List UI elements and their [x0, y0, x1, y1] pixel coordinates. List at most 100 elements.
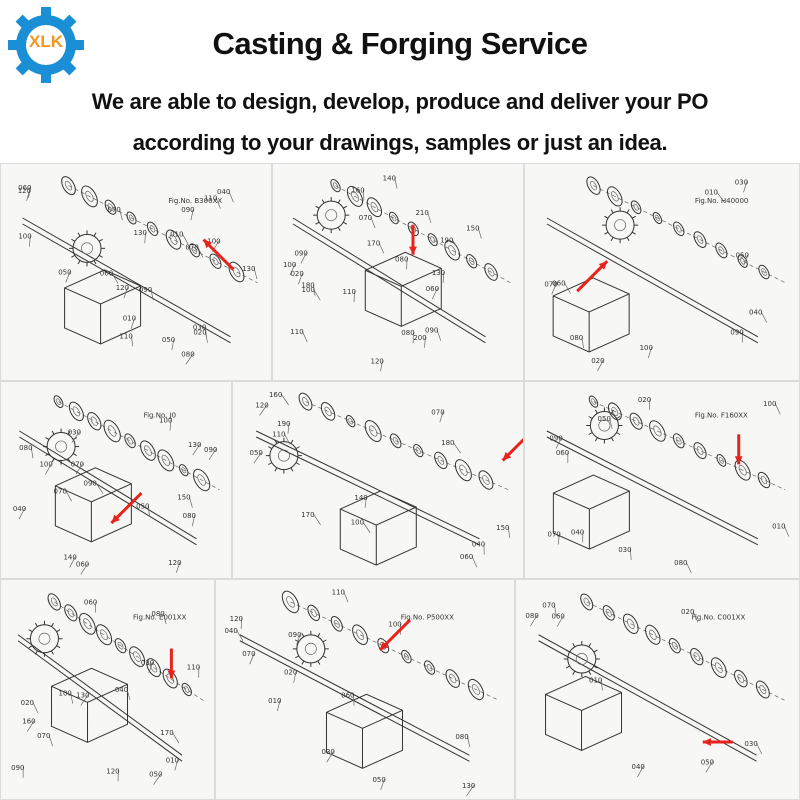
- part-number-label: 070: [242, 650, 255, 658]
- part-number-label: 160: [351, 186, 364, 194]
- part-number-label: 100: [640, 344, 653, 352]
- part-number-label: 100: [207, 238, 220, 246]
- part-number-label: 120: [370, 357, 383, 365]
- part-number-label: 200: [413, 334, 426, 342]
- part-number-label: 170: [160, 729, 173, 737]
- part-number-label: 050: [149, 771, 162, 779]
- part-number-label: 120: [255, 401, 268, 409]
- company-logo: XLK: [6, 5, 86, 85]
- subtitle-line-1: We are able to design, develop, produce …: [91, 89, 709, 114]
- part-number-label: 100: [763, 400, 776, 408]
- part-number-label: 020: [591, 357, 604, 365]
- part-number-label: 130: [76, 692, 89, 700]
- part-number-label: 100: [59, 690, 72, 698]
- part-number-label: 020: [21, 699, 34, 707]
- part-number-label: 130: [432, 269, 445, 277]
- part-number-label: 080: [455, 733, 468, 741]
- part-number-label: 070: [544, 280, 557, 288]
- part-number-label: 080: [395, 255, 408, 263]
- part-number-label: 140: [63, 554, 76, 562]
- part-number-label: 130: [188, 441, 201, 449]
- part-number-label: 100: [283, 261, 296, 269]
- part-number-label: 150: [466, 225, 479, 233]
- part-number-label: 010: [705, 189, 718, 197]
- part-number-label: 020: [681, 608, 694, 616]
- part-number-label: 050: [598, 415, 611, 423]
- figure-number: Fig.No. C001XX: [691, 613, 745, 621]
- part-number-label: 130: [242, 265, 255, 273]
- part-number-label: 100: [18, 233, 31, 241]
- parts-drawing: 010020030040050060070080090100110120130F…: [216, 580, 514, 799]
- part-number-label: 160: [269, 391, 282, 399]
- part-number-label: 060: [426, 285, 439, 293]
- callout-arrow-icon: [702, 738, 733, 746]
- part-number-label: 130: [134, 229, 147, 237]
- part-number-label: 100: [159, 417, 172, 425]
- part-number-label: 060: [76, 560, 89, 568]
- logo-text: XLK: [29, 32, 63, 51]
- part-number-label: 070: [54, 487, 67, 495]
- part-number-label: 070: [37, 732, 50, 740]
- part-number-label: 070: [71, 460, 84, 468]
- part-number-label: 060: [84, 599, 97, 607]
- parts-drawing: 2101501601401301201101001902000900801701…: [273, 164, 523, 380]
- part-number-label: 020: [638, 396, 651, 404]
- part-number-label: 190: [277, 420, 290, 428]
- part-number-label: 040: [749, 309, 762, 317]
- part-number-label: 090: [139, 286, 152, 294]
- part-number-label: 100: [388, 621, 401, 629]
- part-number-label: 070: [107, 206, 120, 214]
- part-number-label: 110: [290, 328, 303, 336]
- part-number-label: 050: [136, 502, 149, 510]
- figure-number: Fig.No. J0: [144, 411, 177, 419]
- part-number-label: 080: [525, 612, 538, 620]
- part-number-label: 010: [170, 230, 183, 238]
- part-number-label: 110: [204, 195, 217, 203]
- part-number-label: 080: [183, 512, 196, 520]
- part-number-label: 090: [288, 631, 301, 639]
- part-number-label: 070: [542, 602, 555, 610]
- subtitle-line-2: according to your drawings, samples or j…: [132, 130, 668, 155]
- part-number-label: 090: [294, 249, 307, 257]
- part-number-label: 180: [441, 439, 454, 447]
- part-number-label: 100: [39, 460, 52, 468]
- callout-arrow-icon: [167, 648, 176, 679]
- part-number-label: 150: [496, 524, 509, 532]
- part-number-label: 140: [354, 494, 367, 502]
- part-number-label: 040: [13, 505, 26, 513]
- part-number-label: 050: [250, 449, 263, 457]
- part-number-label: 100: [351, 519, 364, 527]
- part-number-label: 070: [185, 243, 198, 251]
- part-number-label: 080: [570, 334, 583, 342]
- part-number-label: 110: [272, 430, 285, 438]
- part-number-label: 110: [332, 588, 345, 596]
- part-number-label: 170: [301, 511, 314, 519]
- figure-number: Fig.No. B300XX: [168, 197, 222, 205]
- part-number-label: 110: [187, 664, 200, 672]
- part-number-label: 140: [383, 175, 396, 183]
- part-number-label: 080: [674, 559, 687, 567]
- part-number-label: 060: [18, 184, 31, 192]
- part-number-label: 060: [100, 269, 113, 277]
- part-number-label: 130: [462, 782, 475, 790]
- part-number-label: 080: [401, 329, 414, 337]
- callout-arrow-icon: [202, 238, 235, 271]
- callout-arrow-icon: [576, 260, 609, 293]
- part-number-label: 090: [181, 206, 194, 214]
- page-title: Casting & Forging Service: [212, 26, 588, 61]
- part-number-label: 060: [552, 613, 565, 621]
- callout-arrow-icon: [501, 437, 523, 462]
- part-number-label: 050: [701, 758, 714, 766]
- part-number-label: 050: [162, 336, 175, 344]
- part-number-label: 110: [119, 332, 132, 340]
